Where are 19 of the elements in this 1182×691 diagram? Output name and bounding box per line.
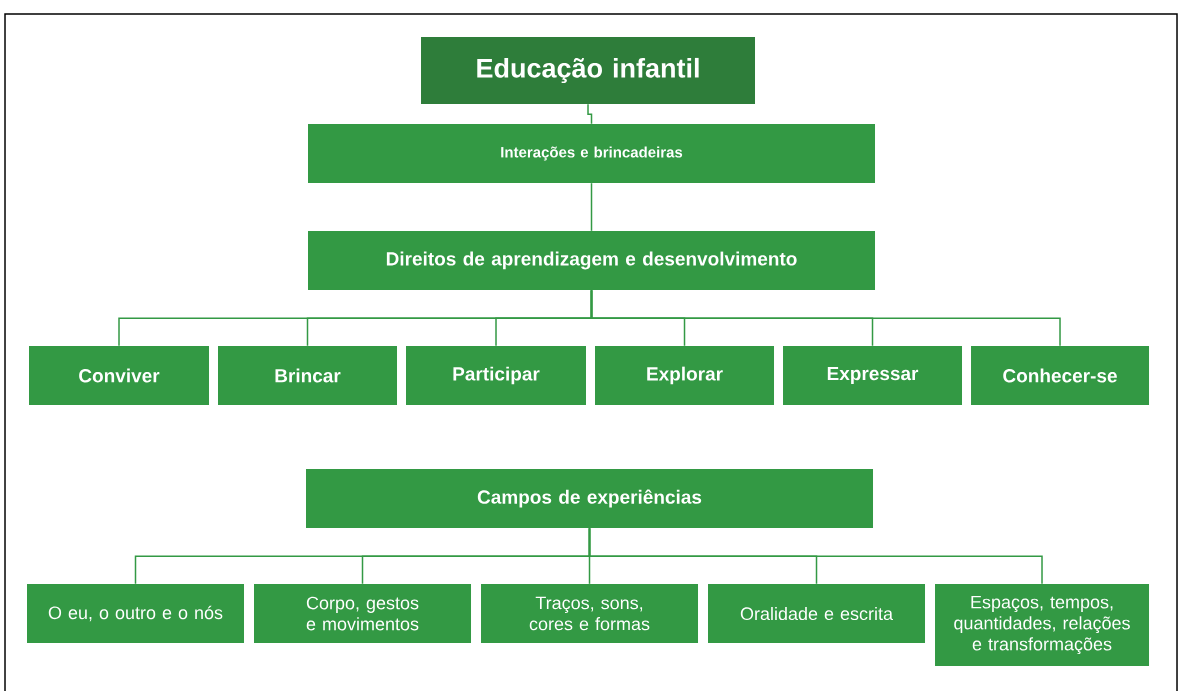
category-box: Explorar [595, 346, 774, 405]
connector-line [588, 527, 1043, 585]
category-box: Interações e brincadeiras [308, 124, 875, 183]
category-box: Direitos de aprendizagem e desenvolvimento [308, 231, 875, 290]
connector-line [590, 289, 1061, 347]
title-box: Educação infantil [421, 37, 755, 104]
connector-line [587, 103, 593, 125]
category-box: Oralidade e escrita [708, 584, 925, 643]
category-box: Participar [406, 346, 586, 405]
category-box: Conhecer-se [971, 346, 1149, 405]
category-box: Campos de experiências [306, 469, 873, 528]
category-box: Corpo, gestos e movimentos [254, 584, 471, 643]
category-box: O eu, o outro e o nós [27, 584, 244, 643]
category-box: Brincar [218, 346, 397, 405]
category-box: Conviver [29, 346, 209, 405]
category-box: Espaços, tempos, quantidades, relações e transformações [935, 584, 1149, 666]
category-box: Expressar [783, 346, 962, 405]
connector-line [590, 182, 593, 232]
category-box: Traços, sons, cores e formas [481, 584, 698, 643]
